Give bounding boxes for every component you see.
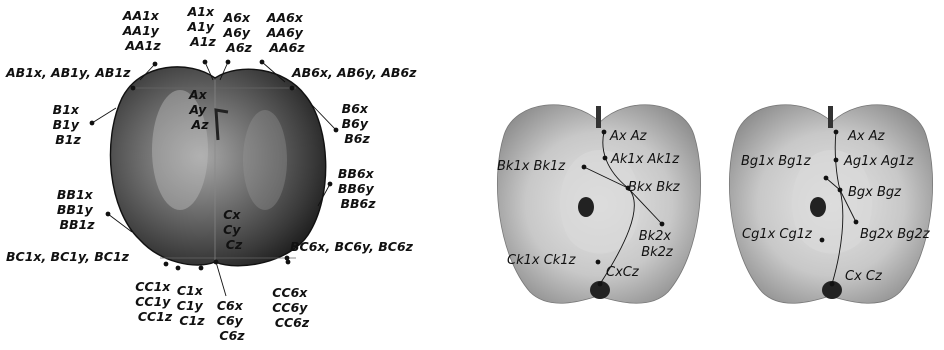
section-g-a-point <box>834 130 839 135</box>
bb6-label: BB6x BB6y BB6z <box>338 166 378 211</box>
ab1-point <box>131 86 136 91</box>
section-k-ck1-point <box>596 260 601 265</box>
whole-apple-panel: AA1x AA1y AA1z A1x A1y A1z A6x A6y A6z A… <box>5 4 417 343</box>
section-g-ag1-label: Ag1x Ag1z <box>843 154 915 169</box>
section-g-cg1-label: Cg1x Cg1z <box>742 227 813 242</box>
section-k-a-label: Ax Az <box>609 129 648 144</box>
section-g-bg2-label: Bg2x Bg2z <box>860 227 931 242</box>
section-g-c-label: Cx Cz <box>845 269 883 284</box>
cc6-point <box>286 260 291 265</box>
section-g-c-point <box>830 282 835 287</box>
section-g-bg-point <box>838 188 843 193</box>
section-k-ak1-label: Ak1x Ak1z <box>610 152 680 167</box>
section-g-bg1-point <box>824 176 829 181</box>
section-g-cg1-point <box>820 238 825 243</box>
bc6-label: BC6x, BC6y, BC6z <box>290 239 414 254</box>
section-k-c-point <box>598 282 603 287</box>
section-g-bg2-point <box>854 220 859 225</box>
c-center-label: Cx Cy Cz <box>223 207 245 252</box>
cc1-point <box>176 266 181 271</box>
bc1-label: BC1x, BC1y, BC1z <box>6 249 130 264</box>
section-k-panel: Ax Az Ak1x Ak1z Bk1x Bk1z Bkx Bkz Bk2x B… <box>497 105 701 303</box>
b1-label: B1x B1y B1z <box>53 102 84 147</box>
section-k-bk2-point <box>660 222 665 227</box>
apple-highlight-2 <box>243 110 287 210</box>
b6-label: B6x B6y B6z <box>342 101 373 146</box>
aa1-label: AA1x AA1y AA1z <box>122 8 164 53</box>
section-k-bk-label: Bkx Bkz <box>628 180 681 195</box>
aa6-label: AA6x AA6y AA6z <box>266 10 308 55</box>
ab6-label: AB6x, AB6y, AB6z <box>291 65 417 80</box>
bc1-point <box>164 262 169 267</box>
section-k-seed <box>578 197 594 217</box>
section-g-a-label: Ax Az <box>847 129 886 144</box>
c6-leader <box>216 262 226 296</box>
cc6-label: CC6x CC6y CC6z <box>272 285 312 330</box>
whole-apple-image <box>110 67 325 266</box>
b1-leader <box>92 108 116 123</box>
section-g-seed <box>810 197 826 217</box>
section-g-ag1-point <box>834 158 839 163</box>
c1-point <box>199 266 204 271</box>
ab6-point <box>290 86 295 91</box>
section-g-bg1-label: Bg1x Bg1z <box>741 154 812 169</box>
section-g-stem <box>828 106 833 128</box>
section-k-ak1-point <box>603 156 608 161</box>
section-k-bk1-point <box>582 165 587 170</box>
cc1-label: CC1x CC1y CC1z <box>135 279 175 324</box>
section-g-panel: Ax Az Ag1x Ag1z Bg1x Bg1z Bgx Bgz Bg2x B… <box>729 105 932 303</box>
section-k-a-point <box>602 130 607 135</box>
bb1-label: BB1x BB1y BB1z <box>57 187 97 232</box>
section-k-stem <box>596 106 601 128</box>
c6-label: C6x C6y C6z <box>217 298 247 343</box>
c1-label: C1x C1y C1z <box>177 283 207 328</box>
ab1-label: AB1x, AB1y, AB1z <box>5 65 131 80</box>
section-k-c-label: CxCz <box>606 265 640 280</box>
section-g-bg-label: Bgx Bgz <box>848 185 902 200</box>
section-k-bk2-label: Bk2x Bk2z <box>639 229 676 260</box>
section-k-ck1-label: Ck1x Ck1z <box>507 253 577 268</box>
a6-label: A6x A6y A6z <box>223 10 255 55</box>
bc6-point <box>285 256 290 261</box>
a-center-label: Ax Ay Az <box>188 87 211 132</box>
section-k-bk1-label: Bk1x Bk1z <box>497 159 566 174</box>
a1-label: A1x A1y A1z <box>187 4 219 49</box>
